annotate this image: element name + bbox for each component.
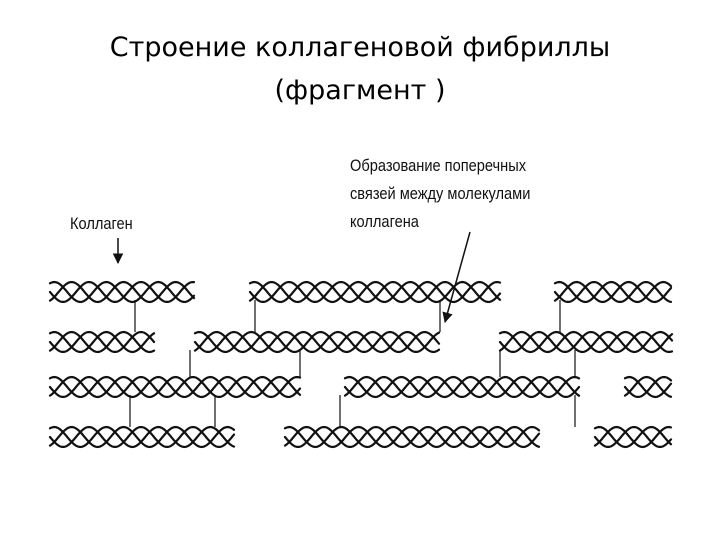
collagen-strand — [48, 425, 236, 449]
collagen-strand — [283, 425, 541, 449]
collagen-strand — [498, 330, 674, 354]
collagen-helix — [623, 375, 673, 399]
collagen-strand — [193, 330, 441, 354]
crosslinks — [129, 300, 576, 427]
collagen-helix — [593, 425, 673, 449]
collagen-strand — [343, 376, 581, 398]
collagen-strand — [48, 375, 302, 399]
collagen-label: Коллаген — [70, 214, 133, 233]
slide-title: Строение коллагеновой фибриллы — [109, 32, 611, 63]
collagen-strand — [48, 281, 196, 303]
crosslink-label-line-1: Образование поперечных — [350, 156, 527, 175]
collagen-strand — [553, 281, 673, 303]
collagen-strand — [623, 376, 673, 398]
collagen-strand — [623, 375, 673, 399]
collagen-strand — [48, 330, 156, 354]
collagen-helix — [48, 330, 156, 354]
collagen-strand — [48, 280, 196, 304]
collagen-strand — [283, 425, 541, 449]
crosslink-label-line-3: коллагена — [350, 212, 419, 231]
collagen-strand — [193, 330, 441, 354]
collagen-helix — [48, 425, 236, 449]
slide-subtitle: (фрагмент ) — [274, 75, 446, 106]
collagen-strand — [248, 280, 502, 304]
crosslink-arrow-icon — [442, 231, 471, 324]
collagen-helix — [343, 375, 581, 399]
collagen-helix — [498, 330, 674, 354]
collagen-helix — [248, 280, 502, 304]
collagen-strand — [48, 331, 156, 353]
collagen-strand — [593, 426, 673, 448]
collagen-strand — [343, 375, 581, 399]
collagen-helix — [48, 280, 196, 304]
collagen-molecules — [48, 280, 674, 449]
collagen-strand — [553, 280, 673, 304]
collagen-strand — [48, 425, 236, 449]
collagen-strand — [48, 375, 302, 399]
collagen-strand — [498, 331, 674, 353]
crosslink-label-line-2: связей между молекулами — [350, 184, 531, 203]
collagen-helix — [553, 280, 673, 304]
collagen-strand — [553, 280, 673, 304]
collagen-strand — [593, 425, 673, 449]
collagen-helix — [283, 425, 541, 449]
collagen-strand — [248, 280, 502, 304]
collagen-helix — [48, 375, 302, 399]
collagen-helix — [193, 330, 441, 354]
collagen-strand — [48, 330, 156, 354]
collagen-strand — [48, 280, 196, 304]
